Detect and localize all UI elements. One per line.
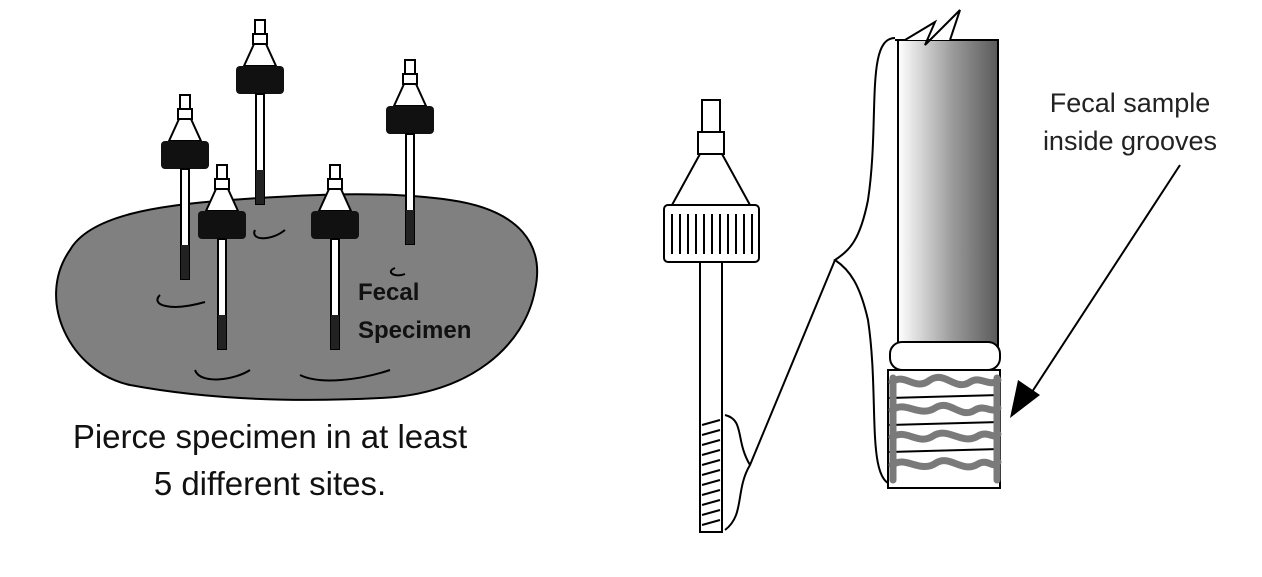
caption-line2: 5 different sites. — [154, 465, 386, 502]
callout-arrow-line — [1029, 164, 1181, 396]
fecal-specimen-blob — [55, 193, 539, 401]
callout-line2: inside grooves — [1043, 126, 1217, 156]
probe-2 — [235, 19, 285, 205]
tip-brace — [724, 414, 752, 531]
fecal-sample-in-grooves — [888, 374, 1002, 484]
arrowhead-icon — [1010, 380, 1040, 418]
specimen-label-line1: Fecal — [358, 279, 419, 306]
threaded-tip — [701, 419, 721, 526]
specimen-label-line2: Specimen — [358, 317, 471, 344]
caption-line1: Pierce specimen in at least — [73, 418, 467, 455]
enlarged-tip — [887, 9, 1002, 489]
magnify-brace — [833, 37, 896, 486]
specimen-illustration: Fecal Specimen Pierce specimen in at lea… — [55, 19, 539, 502]
callout: Fecal sample inside grooves — [1010, 88, 1217, 418]
break-mark — [895, 9, 961, 46]
callout-line1: Fecal sample — [1050, 88, 1211, 118]
probe-detail — [663, 37, 896, 533]
